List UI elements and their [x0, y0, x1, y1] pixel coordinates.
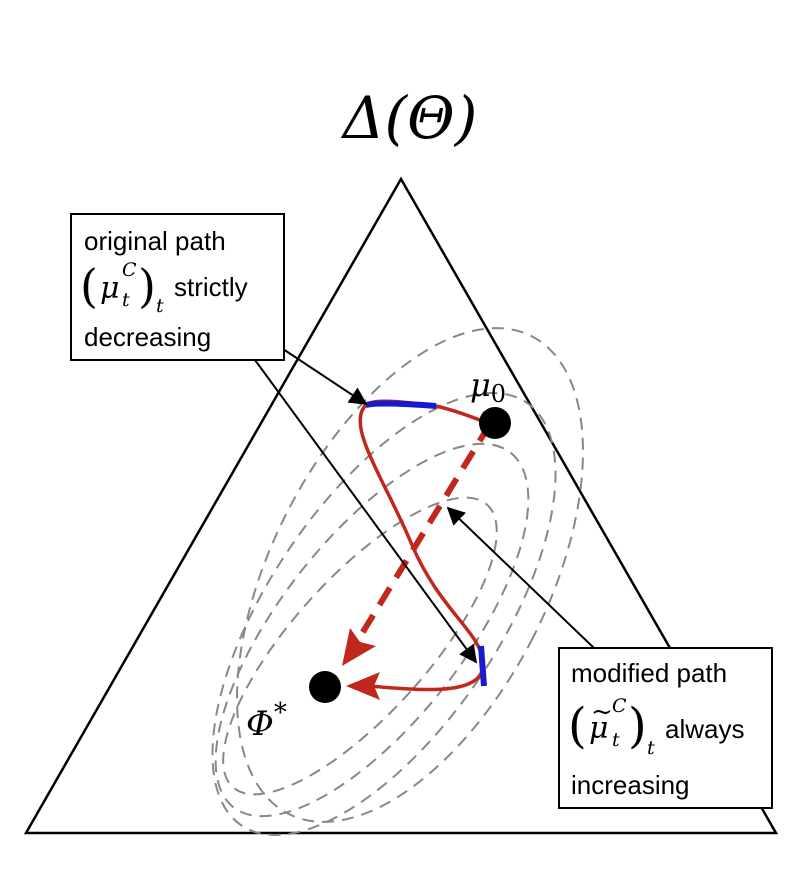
callout-modified-math-sub: t — [612, 729, 620, 751]
direct-path-arrowhead — [342, 628, 376, 666]
blue-segment-top — [365, 400, 437, 409]
pointer-modified-to-direct — [446, 506, 595, 649]
callout-modified-paren-right: ) — [628, 698, 647, 754]
callout-original-paren-left: ( — [80, 259, 98, 313]
callout-original-math-sup: C — [122, 259, 137, 281]
pointer-original-to-bottom — [254, 359, 478, 664]
mu0-point — [479, 407, 511, 439]
level-set-contours — [211, 327, 584, 836]
callout-original-line3: decreasing — [84, 322, 211, 352]
callout-modified-after: always — [665, 714, 744, 744]
callout-modified-outer-sub: t — [647, 737, 655, 759]
callout-original-line1: original path — [84, 226, 226, 256]
phi-star-label: Φ* — [246, 698, 287, 744]
simplex-triangle — [23, 176, 779, 835]
direct-path-dashed — [355, 422, 493, 642]
callout-original-paren-right: ) — [138, 259, 156, 313]
contour-1 — [222, 496, 498, 796]
pointer-original-to-top — [282, 348, 368, 405]
callout-modified-line3: increasing — [571, 770, 690, 800]
callout-modified-line1: modified path — [571, 658, 727, 688]
callout-original-outer-sub: t — [156, 295, 164, 317]
mu0-label: μ0 — [470, 366, 506, 408]
original-path-curve — [358, 399, 491, 692]
contour-2 — [214, 442, 530, 818]
callout-original-after: strictly — [174, 272, 248, 302]
callout-original-math-sub: t — [122, 289, 130, 311]
callout-original: original path ( μ C t ) t strictly decre… — [70, 213, 285, 361]
callout-modified-paren-left: ( — [568, 698, 587, 754]
callout-modified-math-base: μ — [589, 711, 609, 746]
callout-original-math-base: μ — [100, 271, 120, 306]
callout-modified-box — [558, 647, 773, 809]
phi-star-point — [309, 671, 341, 703]
contour-4 — [236, 327, 584, 823]
callout-modified: modified path ( ~ μ C t ) t always incre… — [558, 647, 773, 809]
blue-segment-bottom — [478, 645, 487, 687]
callout-modified-tilde: ~ — [591, 697, 613, 727]
callout-original-box — [70, 213, 285, 361]
callout-modified-math-sup: C — [612, 695, 627, 717]
original-path-arrowhead — [346, 672, 380, 700]
simplex-title: Δ(Θ) — [341, 84, 478, 152]
